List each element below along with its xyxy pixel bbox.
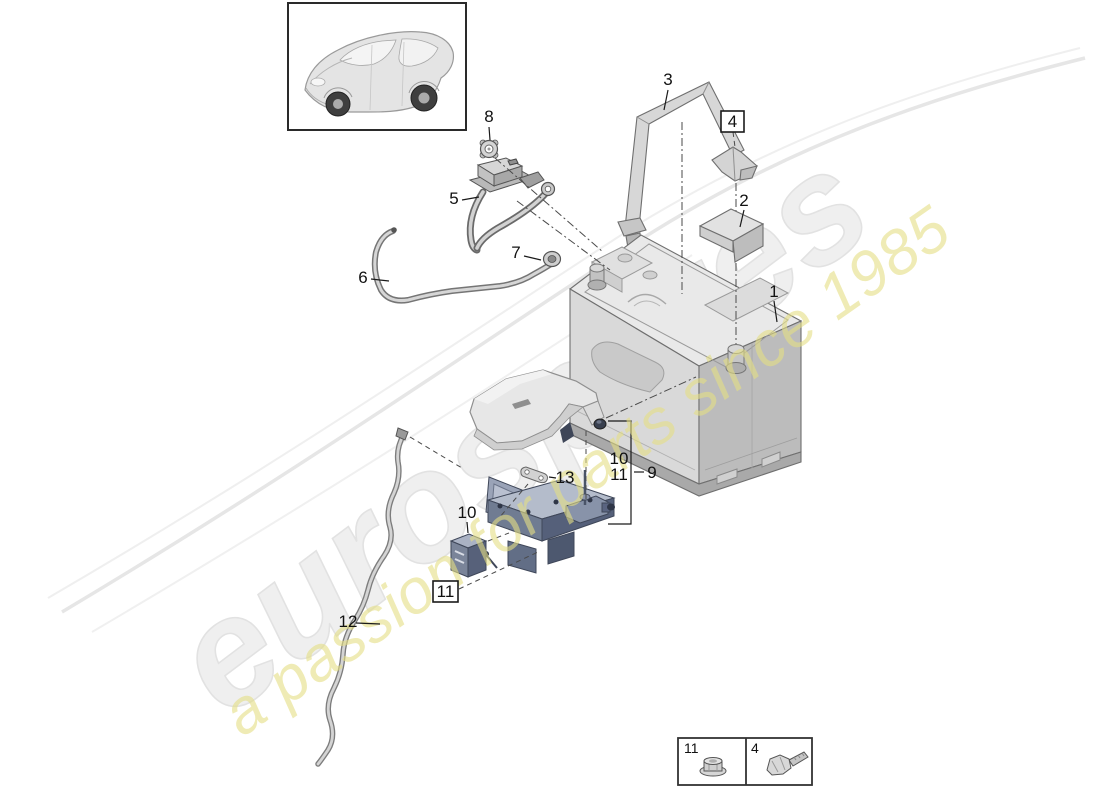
callout-7: 7 <box>511 243 520 262</box>
hex-bolt-icon <box>766 751 809 776</box>
link-alignment-line <box>498 483 529 519</box>
boxed-callout-11: 11 <box>432 580 459 603</box>
nut-part8 <box>479 139 499 159</box>
battery-cable-part5 <box>466 157 556 254</box>
callout-10: 10 <box>458 503 477 522</box>
cable-alignment-line <box>494 157 604 253</box>
callout-11-group: 11 <box>610 465 628 484</box>
terminal-cover-part2 <box>698 208 765 263</box>
battery-part1 <box>569 234 803 497</box>
callout-12: 12 <box>339 612 358 631</box>
callout-9: 9 <box>647 463 656 482</box>
fastener-legend <box>677 737 813 786</box>
callout-6: 6 <box>358 268 367 287</box>
svg-text:11: 11 <box>437 582 455 601</box>
cable-part6 <box>371 227 554 304</box>
boxed-callout-4: 4 <box>720 110 745 133</box>
group9-bracket <box>608 420 632 525</box>
callout-13: 13 <box>556 468 575 487</box>
block-part10 <box>449 533 488 578</box>
link-part13 <box>520 466 548 484</box>
cable12-alignment-line <box>409 436 463 469</box>
tray-alignment-line <box>605 376 697 419</box>
ring-terminal <box>540 181 556 197</box>
vehicle-thumbnail <box>287 2 467 131</box>
callout-5: 5 <box>449 189 458 208</box>
callout-2: 2 <box>739 191 748 210</box>
legend-num-4: 4 <box>751 740 759 756</box>
tray-cover <box>469 369 607 451</box>
block10-alignment-line <box>487 532 510 542</box>
bracket-assembly <box>483 470 616 574</box>
boxed4-leader <box>732 131 736 148</box>
flange-nut-icon <box>699 757 727 777</box>
clamp-alignment-line <box>516 200 611 271</box>
strap-foot-part4 <box>711 146 758 182</box>
callout-3: 3 <box>663 70 672 89</box>
svg-text:4: 4 <box>728 112 737 131</box>
callout-10-group: 10 <box>610 449 629 468</box>
nut11-alignment-line <box>458 551 539 590</box>
grommet-part7 <box>542 250 562 268</box>
legend-num-11: 11 <box>684 740 699 756</box>
callout-8: 8 <box>484 107 493 126</box>
porsche-macan-suv-icon <box>304 31 455 117</box>
cable-part12 <box>315 427 409 767</box>
leader-lines <box>355 89 778 625</box>
callout-1: 1 <box>769 282 778 301</box>
